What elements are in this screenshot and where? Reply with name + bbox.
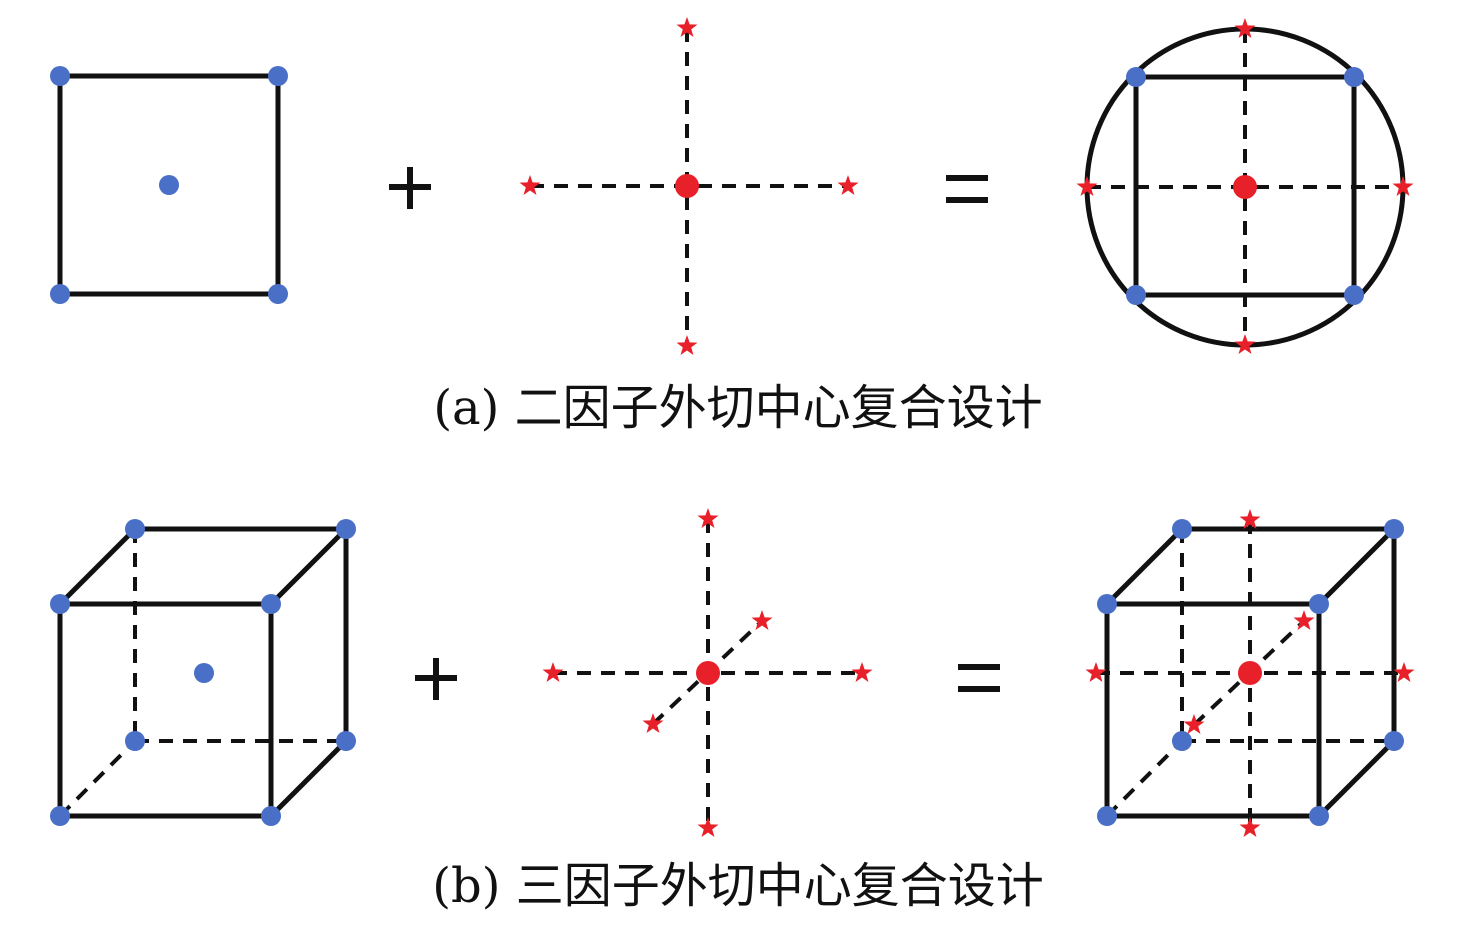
- axial-star-icon: [1393, 662, 1415, 682]
- factorial-point: [1309, 594, 1329, 614]
- factorial-point: [1384, 731, 1404, 751]
- factorial-point: [1172, 519, 1192, 539]
- factorial-point: [1097, 594, 1117, 614]
- factorial-point: [50, 806, 70, 826]
- factorial-point: [261, 806, 281, 826]
- factorial-point: [336, 519, 356, 539]
- factorial-point: [1172, 731, 1192, 751]
- plus-sign-b: [415, 658, 457, 700]
- center-point: [159, 175, 179, 195]
- center-point: [1233, 175, 1257, 199]
- caption-two-factor: (a) 二因子外切中心复合设计: [433, 380, 1043, 436]
- axial-star-icon: [837, 175, 859, 195]
- factorial-point: [268, 284, 288, 304]
- factorial-point: [1344, 67, 1364, 87]
- plus-sign-a: [389, 167, 431, 209]
- factorial-point: [125, 731, 145, 751]
- axial-star-icon: [676, 335, 698, 355]
- panel-a-axial-cross: [519, 17, 859, 355]
- factorial-point: [1126, 285, 1146, 305]
- factorial-point: [125, 519, 145, 539]
- panel-b-axial-cross: [542, 508, 873, 837]
- factorial-point: [336, 731, 356, 751]
- center-point: [194, 663, 214, 683]
- axial-star-icon: [1239, 817, 1261, 837]
- axial-star-icon: [519, 175, 541, 195]
- factorial-point: [50, 284, 70, 304]
- axial-star-icon: [697, 817, 719, 837]
- axial-star-icon: [1234, 334, 1256, 354]
- panel-a-combined: [1076, 18, 1414, 354]
- axial-star-icon: [542, 662, 564, 682]
- factorial-point: [1097, 806, 1117, 826]
- factorial-point: [1126, 67, 1146, 87]
- factorial-point: [261, 594, 281, 614]
- factorial-point: [1384, 519, 1404, 539]
- center-point: [675, 174, 699, 198]
- factorial-point: [50, 66, 70, 86]
- cube-front-face: [1104, 601, 1322, 819]
- panel-b-combined: [1085, 509, 1415, 837]
- axial-star-icon: [1085, 662, 1107, 682]
- axial-star-icon: [851, 662, 873, 682]
- panel-a-factorial-square: [50, 66, 288, 304]
- factorial-point: [50, 594, 70, 614]
- factorial-point: [268, 66, 288, 86]
- equals-sign-b: [958, 664, 1000, 692]
- cube-front-face: [57, 601, 274, 819]
- axial-star-icon: [1293, 610, 1315, 630]
- square-outline: [57, 73, 281, 297]
- center-point: [696, 661, 720, 685]
- caption-three-factor: (b) 三因子外切中心复合设计: [432, 858, 1044, 914]
- factorial-point: [1344, 285, 1364, 305]
- equals-sign-a: [946, 175, 988, 203]
- factorial-point: [1309, 806, 1329, 826]
- panel-b-factorial-cube: [50, 519, 356, 826]
- axial-star-icon: [751, 610, 773, 630]
- center-point: [1238, 661, 1262, 685]
